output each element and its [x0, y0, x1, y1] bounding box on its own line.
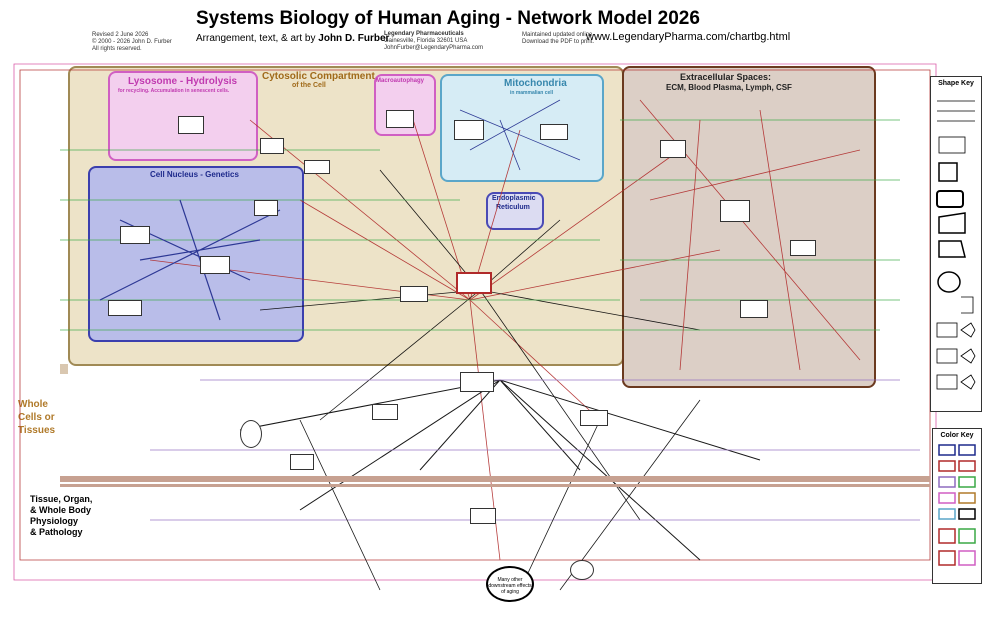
publisher-email: JohnFurber@LegendaryPharma.com	[384, 45, 484, 51]
tissue-oval-node-b[interactable]	[570, 560, 594, 580]
online-note-1: Maintained updated online.	[522, 32, 595, 38]
copyright-line: © 2000 - 2026 John D. Furber	[92, 39, 172, 45]
cytosol-node-b[interactable]	[304, 160, 330, 174]
publisher-name: Legendary Pharmaceuticals	[384, 31, 464, 37]
nucleus-node-d[interactable]	[108, 300, 142, 316]
tissue-line-1: Tissue, Organ,	[30, 494, 93, 504]
extracellular-title: Extracellular Spaces:	[680, 72, 772, 82]
tissue-node-b[interactable]	[372, 404, 398, 420]
online-note: Maintained updated online. Download the …	[522, 32, 594, 46]
cytosol-node-c[interactable]	[400, 286, 428, 302]
nucleus-title: Cell Nucleus - Genetics	[150, 170, 239, 179]
cytosol-title: Cytosolic Compartment	[262, 71, 375, 82]
cytosol-node-a[interactable]	[260, 138, 284, 154]
nucleus-node-a[interactable]	[120, 226, 150, 244]
shape-key-panel: Shape Key	[930, 76, 982, 412]
page-title: Systems Biology of Human Aging - Network…	[196, 8, 700, 29]
tissue-node-e[interactable]	[470, 508, 496, 524]
macroautophagy-region	[374, 74, 436, 136]
whole-cells-label: Whole Cells or Tissues	[18, 398, 55, 437]
er-region	[486, 192, 544, 230]
tissue-oval-node[interactable]	[240, 420, 262, 448]
rights-line: All rights reserved.	[92, 46, 142, 52]
color-key-title: Color Key	[940, 432, 974, 439]
lysosome-subtitle: for recycling. Accumulation in senescent…	[118, 88, 230, 94]
er-title-2: Reticulum	[496, 204, 530, 211]
whole-cells-line-2: Cells or	[18, 412, 55, 423]
mito-node-b[interactable]	[540, 124, 568, 140]
whole-cells-line-3: Tissues	[18, 425, 56, 436]
tissue-line-4: & Pathology	[30, 527, 83, 537]
lysosome-node[interactable]	[178, 116, 204, 134]
shape-key-symbols	[936, 100, 976, 390]
tissue-label: Tissue, Organ, & Whole Body Physiology &…	[30, 494, 92, 538]
cytosol-subtitle: of the Cell	[292, 82, 326, 89]
ecm-node-d[interactable]	[740, 300, 768, 318]
byline-prefix: Arrangement, text, & art by	[196, 33, 316, 44]
author-name: John D. Furber	[318, 33, 390, 44]
tissue-line-3: Physiology	[30, 516, 79, 526]
publisher-address: Gainesville, Florida 32601 USA	[384, 38, 468, 44]
ecm-node-a[interactable]	[660, 140, 686, 158]
autophagy-node[interactable]	[386, 110, 414, 128]
mitochondria-title: Mitochondria	[504, 78, 567, 89]
revised-date: Revised 2 June 2026	[92, 32, 149, 38]
shape-key-title: Shape Key	[938, 80, 974, 87]
extracellular-subtitle: ECM, Blood Plasma, Lymph, CSF	[666, 83, 792, 92]
aging-core-node[interactable]	[456, 272, 492, 294]
whole-cells-line-1: Whole	[18, 399, 48, 410]
nucleus-node-b[interactable]	[200, 256, 230, 274]
online-note-2: Download the PDF to print.	[522, 39, 595, 45]
publisher-block: Legendary Pharmaceuticals Gainesville, F…	[384, 31, 483, 52]
revision-note: Revised 2 June 2026 © 2000 - 2026 John D…	[92, 32, 172, 53]
mitochondria-subtitle: in mammalian cell	[510, 90, 554, 96]
ecm-node-c[interactable]	[790, 240, 816, 256]
macroautophagy-title: Macroautophagy	[376, 78, 425, 84]
color-key-swatches	[938, 444, 976, 566]
tissue-node-a[interactable]	[460, 372, 494, 392]
site-url[interactable]: www.LegendaryPharma.com/chartbg.html	[586, 31, 791, 43]
tissue-node-d[interactable]	[290, 454, 314, 470]
mito-node-a[interactable]	[454, 120, 484, 140]
nucleus-node-c[interactable]	[254, 200, 278, 216]
downstream-effects-node[interactable]: Many other downstream effects of aging	[486, 566, 534, 602]
lysosome-title: Lysosome - Hydrolysis	[128, 76, 238, 87]
ecm-node-b[interactable]	[720, 200, 750, 222]
tissue-line-2: & Whole Body	[30, 505, 91, 515]
color-key-panel: Color Key	[932, 428, 982, 584]
er-title-1: Endoplasmic	[492, 195, 536, 202]
tissue-node-c[interactable]	[580, 410, 608, 426]
